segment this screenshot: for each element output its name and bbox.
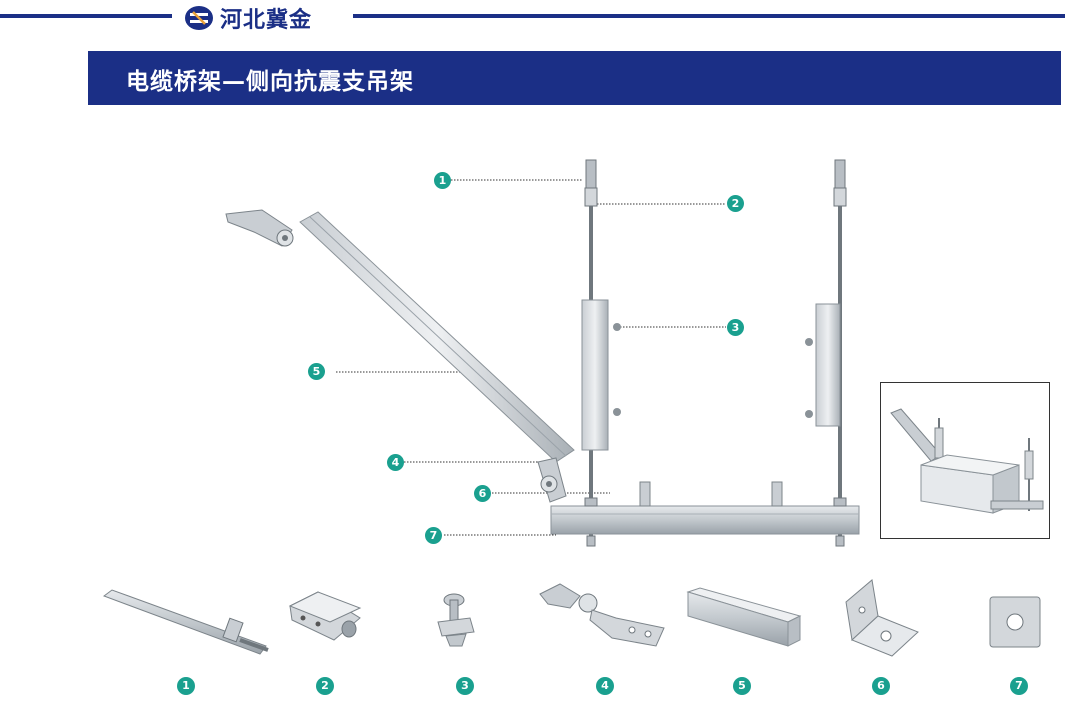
angle-bracket-icon [845,579,919,657]
brand-logo: 河北冀金 [184,2,312,34]
callout-2: 2 [727,195,744,212]
leader-lines [336,179,726,536]
part-number-5: 5 [733,677,751,695]
bottom-crossarm-channel [550,505,860,535]
callout-5: 5 [308,363,325,380]
part-number-7: 7 [1010,677,1028,695]
part-number-3: 3 [456,677,474,695]
header-rule-right [353,14,1065,18]
washers-nuts [584,497,847,547]
part-number-2: 2 [316,677,334,695]
part-number-4: 4 [596,677,614,695]
brand-name: 河北冀金 [220,8,313,33]
title-banner: 电缆桥架—侧向抗震支吊架 [88,51,1061,105]
expansion-anchor-bolt-icon [102,589,269,655]
inset-illustration [890,408,1044,514]
swivel-hinge-connector-icon [539,583,665,647]
rod-coupler-nut-icon [288,591,362,641]
channel-bolt-clamp-icon [437,593,475,647]
top-hinge-connector [225,209,294,247]
part-number-6: 6 [872,677,890,695]
diagonal-brace-channel [299,211,575,463]
rod-couplers [584,187,847,207]
c-channel-strut-icon [686,587,802,647]
callout-7: 7 [425,527,442,544]
angle-brackets [639,481,783,507]
header-rule-left [0,14,172,18]
callout-4: 4 [387,454,404,471]
page-title: 电缆桥架—侧向抗震支吊架 [126,69,414,95]
square-washer-icon [989,596,1041,648]
bottom-hinge-connector [537,457,567,503]
vertical-channel-sleeves [581,299,841,451]
installed-assembly-inset [880,382,1050,539]
callout-1: 1 [434,172,451,189]
callout-3: 3 [727,319,744,336]
callout-6: 6 [474,485,491,502]
part-number-1: 1 [177,677,195,695]
brand-emblem-icon [185,6,213,30]
